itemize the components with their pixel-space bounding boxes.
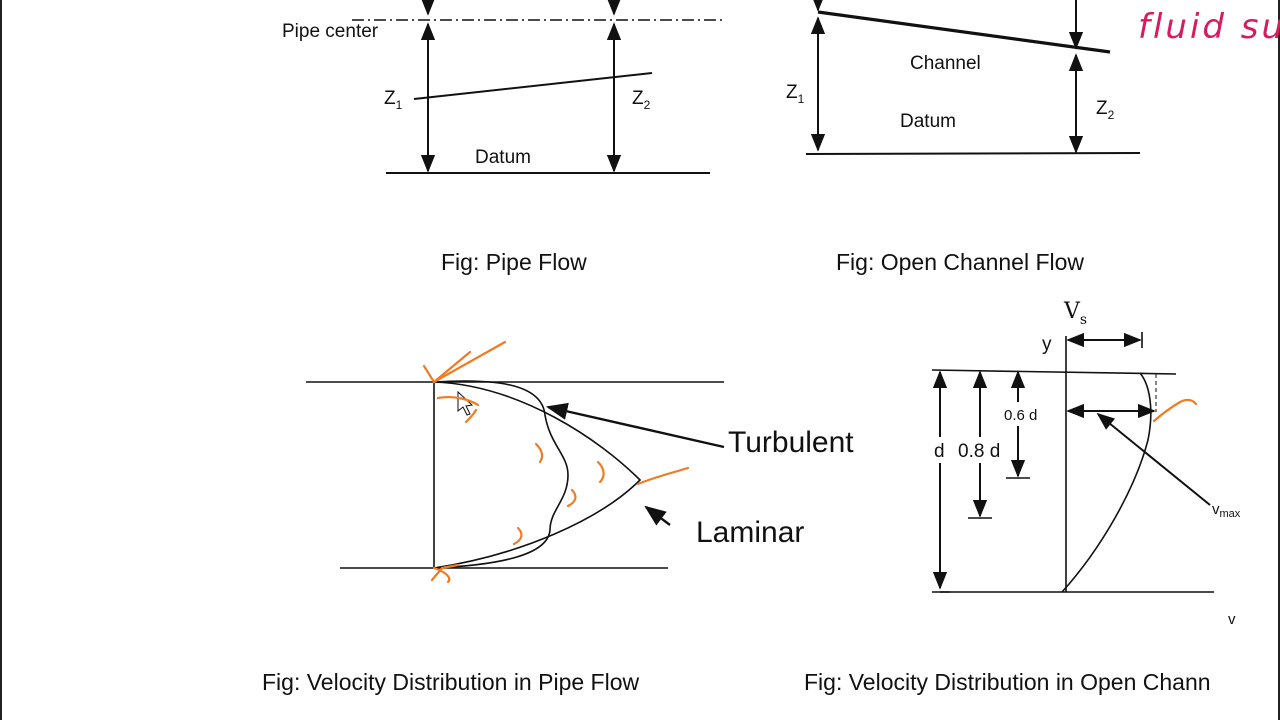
d06-label: 0.6 d [1004,407,1037,424]
ink-stroke [430,563,460,582]
ink-stroke [436,396,480,407]
channel-water-surface-line [817,10,1111,54]
ink-stroke [534,442,544,464]
mouse-cursor-icon [457,390,474,416]
ink-stroke [464,408,478,424]
d08-label-backdrop [955,437,1005,463]
open-channel-figure: Channel Datum Z1 Z2 Fig: Open Channel Fl… [786,0,1280,275]
y-axis-label: y [1042,334,1052,355]
open-channel-caption: Fig: Open Channel Flow [836,249,1084,275]
vs-label: Vs [1063,299,1087,328]
pipe-datum-label: Datum [475,147,531,168]
orange-ink-annotations [422,340,690,584]
velocity-profile-curve [1061,372,1152,593]
channel-z2-label: Z2 [1096,98,1115,122]
channel-datum-label: Datum [900,111,956,132]
pipe-flow-caption: Fig: Pipe Flow [441,249,587,275]
v-axis-label: v [1228,611,1236,628]
d-label: d [934,441,945,462]
ink-stroke [422,364,436,384]
pipe-z1-label: Z1 [384,88,403,112]
channel-velocity-caption: Fig: Velocity Distribution in Open Chann [804,669,1211,695]
left-border [0,0,2,720]
pipe-slope-line [413,72,653,100]
ink-stroke [432,350,472,384]
channel-label: Channel [910,53,981,74]
right-border [1278,0,1280,720]
pipe-flow-figure: Pipe center Z1 Z2 Datum Fig: Pipe Flow [282,0,726,275]
vmax-label: vmax [1212,501,1241,520]
laminar-profile-curve [433,381,642,569]
d-label-backdrop [930,437,950,463]
turbulent-label: Turbulent [728,426,854,459]
laminar-label: Laminar [696,516,804,549]
pipe-velocity-figure: Turbulent Laminar Fig: Velocity Distribu… [262,340,854,695]
ink-stroke [432,340,507,384]
channel-velocity-figure: d 0.8 d 0.6 d Vs y v vmax Fig: Velocity … [804,299,1241,695]
pipe-center-label: Pipe center [282,21,379,42]
turbulent-pointer-arrow [545,402,725,449]
ink-stroke [1152,398,1198,423]
channel-surface-line [931,369,1177,375]
d06-label-backdrop [1000,402,1050,426]
vmax-pointer-arrow [1096,412,1211,506]
ink-stroke [512,526,523,546]
ink-stroke [596,460,605,484]
channel-z1-label: Z1 [786,82,805,106]
laminar-pointer-arrow [644,505,671,526]
ink-stroke [566,488,577,508]
ink-stroke [636,466,690,486]
ink-stroke [432,566,451,584]
pipe-z2-label: Z2 [632,88,651,112]
d08-label: 0.8 d [958,441,1000,462]
turbulent-profile-curve [433,380,569,569]
handwriting-annotation: fluid su [1138,7,1280,47]
pipe-velocity-caption: Fig: Velocity Distribution in Pipe Flow [262,669,639,695]
channel-datum-line [805,152,1141,155]
